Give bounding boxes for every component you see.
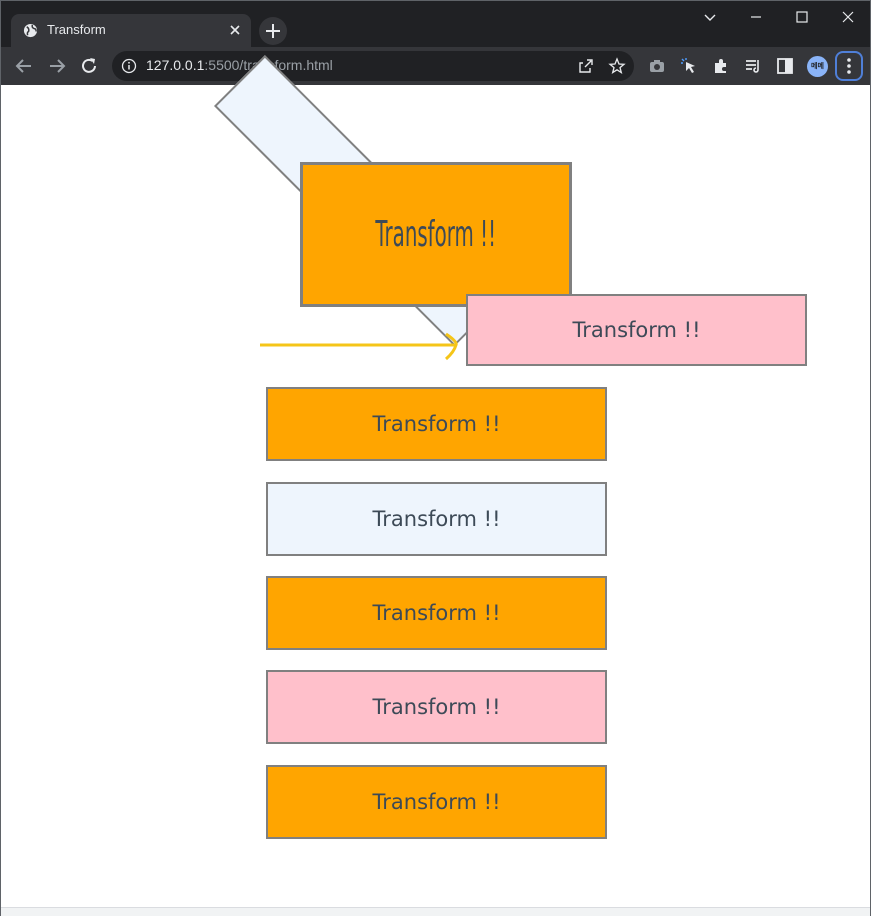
transform-box-5: Transform !! xyxy=(266,765,607,839)
globe-icon xyxy=(23,23,38,38)
address-bar[interactable]: 127.0.0.1:5500/transform.html xyxy=(112,51,634,81)
arrow-icon xyxy=(260,332,458,361)
translated-box: Transform !! xyxy=(466,294,807,366)
url-host: 127.0.0.1 xyxy=(146,57,205,73)
scaled-box: Transform !! xyxy=(300,162,572,307)
cursor-select-icon[interactable] xyxy=(679,56,699,76)
more-vertical-icon xyxy=(847,58,851,74)
url-text: 127.0.0.1:5500/transform.html xyxy=(146,57,333,73)
camera-icon[interactable] xyxy=(647,56,667,76)
share-icon[interactable] xyxy=(576,57,594,75)
status-bar xyxy=(1,907,870,916)
menu-button[interactable] xyxy=(835,51,863,81)
forward-arrow-icon[interactable] xyxy=(46,55,68,77)
back-arrow-icon[interactable] xyxy=(13,55,35,77)
tab-search-chevron-icon[interactable] xyxy=(699,6,721,28)
extensions-puzzle-icon[interactable] xyxy=(711,56,731,76)
bookmark-star-icon[interactable] xyxy=(608,57,626,75)
transform-box-3: Transform !! xyxy=(266,576,607,650)
translated-box-label: Transform !! xyxy=(572,318,701,342)
new-tab-button[interactable] xyxy=(259,17,287,45)
transform-box-3-label: Transform !! xyxy=(372,601,501,625)
profile-avatar[interactable]: 메메 xyxy=(807,56,828,77)
transform-box-1-label: Transform !! xyxy=(372,412,501,436)
info-icon[interactable] xyxy=(121,58,137,74)
side-panel-icon[interactable] xyxy=(775,56,795,76)
transform-box-1: Transform !! xyxy=(266,387,607,461)
transform-box-2: Transform !! xyxy=(266,482,607,556)
transform-box-4: Transform !! xyxy=(266,670,607,744)
reload-icon[interactable] xyxy=(78,55,100,77)
maximize-icon[interactable] xyxy=(791,6,813,28)
scaled-box-label: Transform !! xyxy=(375,214,497,255)
close-icon[interactable] xyxy=(227,22,243,38)
reading-list-icon[interactable] xyxy=(743,56,763,76)
tab-strip: Transform xyxy=(1,1,870,47)
transform-box-4-label: Transform !! xyxy=(372,695,501,719)
minimize-icon[interactable] xyxy=(745,6,767,28)
transform-box-5-label: Transform !! xyxy=(372,790,501,814)
plus-icon xyxy=(266,24,280,38)
close-window-icon[interactable] xyxy=(837,6,859,28)
tab-transform[interactable]: Transform xyxy=(11,14,251,47)
browser-toolbar: 127.0.0.1:5500/transform.html xyxy=(1,47,870,85)
transform-box-2-label: Transform !! xyxy=(372,507,501,531)
tab-title: Transform xyxy=(47,22,106,37)
